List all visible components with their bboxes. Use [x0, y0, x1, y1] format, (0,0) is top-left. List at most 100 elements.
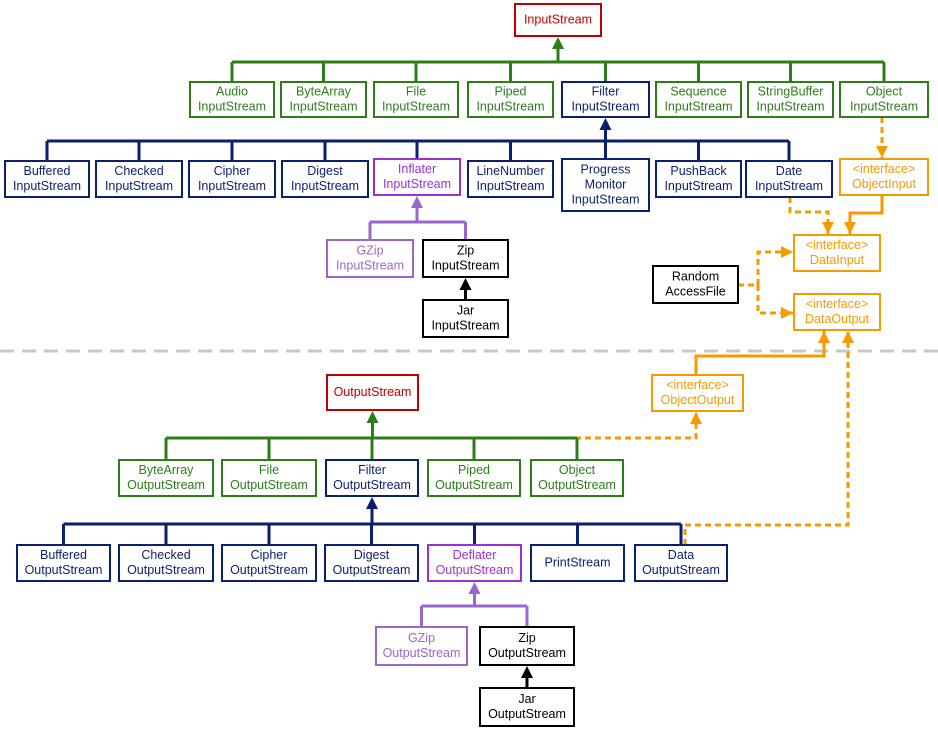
node-box	[839, 158, 929, 196]
node-box	[839, 81, 929, 118]
node-box	[118, 459, 214, 497]
node-label: Progress	[580, 162, 630, 176]
node-box	[422, 239, 509, 278]
node-label: Jar	[457, 303, 474, 317]
node-label: OutputStream	[25, 563, 103, 577]
node-label: File	[259, 463, 279, 477]
node-label: Random	[672, 269, 719, 283]
node-label: Zip	[518, 631, 535, 645]
node-inputstream: InputStream	[514, 3, 602, 37]
node-label: Cipher	[214, 164, 251, 178]
node-box	[745, 160, 833, 198]
edge-raf-dataout	[756, 285, 793, 319]
edge-line	[738, 250, 793, 287]
arrow-head	[366, 411, 379, 423]
node-label: Piped	[458, 463, 490, 477]
node-box	[747, 81, 834, 118]
node-label: InputStream	[664, 179, 732, 193]
node-label: OutputStream	[538, 478, 616, 492]
node-label: InputStream	[291, 179, 359, 193]
node-box	[514, 3, 602, 37]
node-label: Checked	[114, 164, 163, 178]
arrow-head	[552, 37, 564, 49]
node-label: Buffered	[40, 548, 87, 562]
node-label: OutputStream	[127, 478, 205, 492]
node-label: <interface>	[853, 162, 916, 176]
arrow-head	[459, 278, 472, 290]
arrow-head	[822, 222, 834, 234]
node-box	[221, 459, 317, 497]
node-label: LineNumber	[476, 164, 544, 178]
node-label: GZip	[356, 243, 383, 257]
node-label: OutputStream	[333, 563, 411, 577]
arrow-head	[781, 246, 793, 258]
node-box	[655, 160, 742, 198]
node-label: Monitor	[585, 177, 627, 191]
node-label: Digest	[354, 548, 390, 562]
edge-out-zip	[521, 666, 533, 688]
node-box	[281, 160, 369, 198]
edge-line	[756, 285, 793, 315]
node-label: Data	[668, 548, 694, 562]
edge-objin-impl	[876, 117, 888, 158]
node-label: <interface>	[806, 238, 869, 252]
edge-raf-datain	[738, 246, 793, 287]
node-label: OutputStream	[436, 563, 514, 577]
node-label: Buffered	[23, 164, 70, 178]
node-box	[655, 81, 742, 118]
node-label: OutputStream	[435, 478, 513, 492]
node-label: DataOutput	[805, 312, 869, 326]
edge-line	[788, 197, 830, 234]
node-label: InputStream	[850, 99, 918, 113]
node-box	[479, 626, 575, 666]
node-label: InputStream	[431, 258, 499, 272]
node-box	[652, 265, 739, 304]
node-label: Audio	[216, 84, 248, 98]
node-label: OutputStream	[334, 385, 412, 399]
node-label: Filter	[592, 84, 620, 98]
node-label: InputStream	[571, 99, 639, 113]
node-dataoutput-interface: <interface>DataOutput	[793, 293, 881, 331]
node-label: Piped	[495, 84, 527, 98]
node-label: ObjectInput	[852, 177, 916, 191]
node-label: OutputStream	[488, 646, 566, 660]
node-box	[793, 234, 881, 272]
node-printstream: PrintStream	[530, 544, 625, 582]
node-label: Checked	[141, 548, 190, 562]
node-box	[793, 293, 881, 331]
arrow-head	[876, 146, 888, 158]
node-label: InputStream	[431, 318, 499, 332]
arrow-head	[842, 331, 854, 343]
node-box	[530, 544, 625, 582]
node-box	[427, 459, 521, 497]
node-label: PrintStream	[545, 555, 611, 569]
node-label: InputStream	[524, 12, 592, 26]
node-box	[530, 459, 624, 497]
node-box	[422, 299, 509, 338]
node-label: InputStream	[382, 99, 450, 113]
edge-out-deflater	[420, 582, 529, 627]
edge-datain-impl	[788, 197, 834, 234]
arrow-head	[411, 196, 423, 208]
edge-line	[575, 412, 698, 460]
node-label: InputStream	[336, 258, 404, 272]
edge-line	[848, 195, 884, 234]
node-label: ByteArray	[139, 463, 195, 477]
node-label: <interface>	[666, 378, 729, 392]
